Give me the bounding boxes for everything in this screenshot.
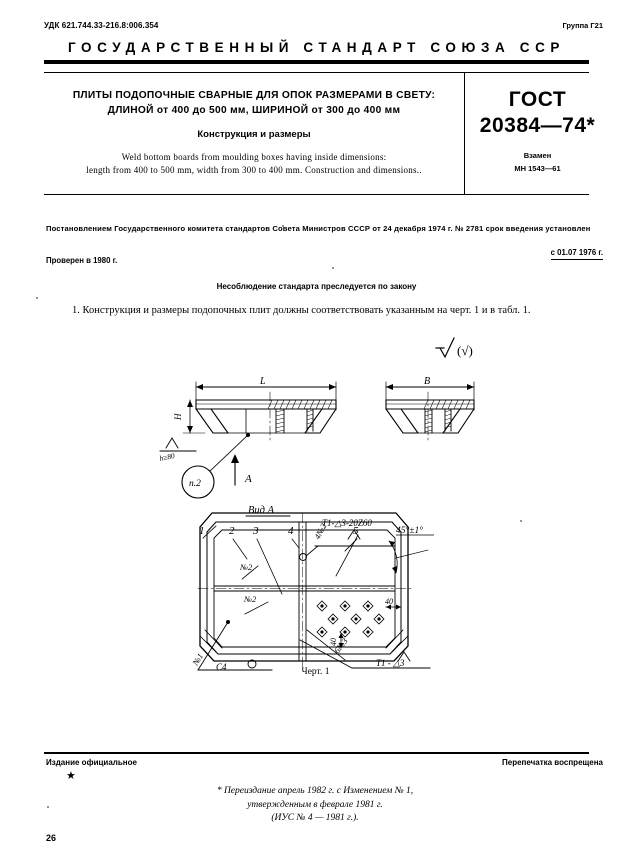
weld-secondary-label: Т1 - △3 xyxy=(376,658,405,668)
gost-label: ГОСТ xyxy=(508,88,567,111)
pos-2-label: 2 xyxy=(229,525,235,537)
pos-1-label: 1 xyxy=(199,525,205,537)
header-rule-thin-bottom xyxy=(44,194,589,195)
scan-artifact xyxy=(282,225,284,227)
dim-length-label: L xyxy=(259,376,266,387)
item-no2a-label: №2 xyxy=(239,562,253,572)
replaces-label: Взамен xyxy=(523,151,552,160)
position-leaders xyxy=(202,525,358,595)
scan-artifact xyxy=(332,267,334,269)
item-no2a-leader xyxy=(241,565,259,580)
decree-text: Постановлением Государственного комитета… xyxy=(46,224,591,233)
view-a-label: Вид А xyxy=(248,505,275,516)
star-icon: ★ xyxy=(66,770,76,782)
reprint-prohibited-text: Перепечатка воспрещена xyxy=(502,758,603,767)
item-no2b-leader xyxy=(244,601,269,615)
item-no1-label: №1 xyxy=(190,651,206,668)
item-no2b-label: №2 xyxy=(243,594,257,604)
title-block-divider xyxy=(464,72,465,194)
gost-number-block: ГОСТ 20384—74* Взамен МН 1543—61 xyxy=(470,88,605,173)
detail-leader-line xyxy=(209,434,249,472)
title-subtitle: Конструкция и размеры xyxy=(197,129,311,140)
checked-text: Проверен в 1980 г. xyxy=(46,256,118,265)
side-section-view xyxy=(385,381,475,443)
pos-4-label: 4 xyxy=(288,525,294,537)
group-code: Группа Г21 xyxy=(562,21,603,30)
title-block: ПЛИТЫ ПОДОПОЧНЫЕ СВАРНЫЕ ДЛЯ ОПОК РАЗМЕР… xyxy=(44,88,464,176)
clause-text: Конструкция и размеры подопочных плит до… xyxy=(82,305,531,316)
dim-height-label: H xyxy=(173,413,183,421)
title-english-line-1: Weld bottom boards from moulding boxes h… xyxy=(121,152,387,162)
page-number: 26 xyxy=(46,833,57,843)
figure-caption: Черт. 1 xyxy=(301,667,330,677)
surface-roughness-symbol xyxy=(435,337,455,359)
pos-5-label: 5 xyxy=(353,525,359,537)
weld-c4-label: С4 xyxy=(216,662,227,672)
angle-dimension xyxy=(388,540,429,574)
plan-view xyxy=(197,512,413,671)
scan-artifact xyxy=(36,297,38,299)
dim-40-horizontal: 40 xyxy=(385,597,393,606)
footer-note-line-2: утвержденным в февpaле 1981 г. xyxy=(247,799,383,810)
dim-width-label: B xyxy=(424,376,430,387)
warning-text: Несоблюдение стандарта преследуется по з… xyxy=(216,282,417,291)
replaces-value: МН 1543—61 xyxy=(514,164,561,173)
item-6no3-leader xyxy=(306,629,346,661)
state-standard-heading: ГОСУДАРСТВЕННЫЙ СТАНДАРТ СОЮЗА ССР xyxy=(67,40,566,55)
front-section-view xyxy=(182,381,337,443)
official-edition-text: Издание официальное xyxy=(46,758,137,767)
weld-callout-c4 xyxy=(197,621,273,671)
weld-symbol-base xyxy=(159,437,197,452)
surface-symbol-text: (√) xyxy=(457,343,473,358)
detail-callout-text: п.2 xyxy=(189,479,201,489)
weld-main-label: Т1-△3-20Z60 xyxy=(322,518,372,528)
technical-drawing-figure-1: (√) xyxy=(0,330,631,700)
footer-note: * Переиздание апрель 1982 г. с Изменение… xyxy=(150,785,480,826)
section-arrow-label: А xyxy=(244,473,252,485)
footer-rule xyxy=(44,752,589,754)
weld-callout-secondary xyxy=(299,639,431,669)
clause-1: 1. Конструкция и размеры подопочных плит… xyxy=(44,303,589,319)
figure-1-svg: (√) xyxy=(159,337,475,672)
pos-3-label: 3 xyxy=(252,525,259,537)
title-line-1: ПЛИТЫ ПОДОПОЧНЫЕ СВАРНЫЕ ДЛЯ ОПОК РАЗМЕР… xyxy=(72,90,436,101)
header-rule-thin-top xyxy=(44,72,589,73)
title-line-2: ДЛИНОЙ от 400 до 500 мм, ШИРИНОЙ от 300 … xyxy=(107,105,401,116)
effective-date: с 01.07 1976 г. xyxy=(550,248,603,260)
angle-label: 45°±1° xyxy=(396,525,423,536)
item-4no2-leader xyxy=(335,534,359,577)
weld-callout-main xyxy=(299,529,396,561)
dim-40-vertical: 40 xyxy=(329,638,338,646)
detail-leader-dot xyxy=(246,433,250,437)
scan-artifact xyxy=(520,520,522,522)
weld-base-label: h≥80 xyxy=(159,451,176,463)
title-english-line-2: length from 400 to 500 mm, width from 30… xyxy=(86,164,422,175)
header-rule-thick xyxy=(44,60,589,64)
gost-number: 20384—74* xyxy=(479,114,596,137)
scan-artifact xyxy=(47,806,49,808)
weld-spot-pattern xyxy=(316,600,385,638)
udk-code: УДК 621.744.33-216.8:006.354 xyxy=(44,21,159,30)
detail-callout-circle xyxy=(181,465,215,499)
footer-note-line-1: * Переиздание апрель 1982 г. с Изменение… xyxy=(216,786,414,796)
clause-number: 1. xyxy=(72,305,80,316)
footer-note-line-3: (ИУС № 4 — 1981 г.). xyxy=(271,813,359,823)
